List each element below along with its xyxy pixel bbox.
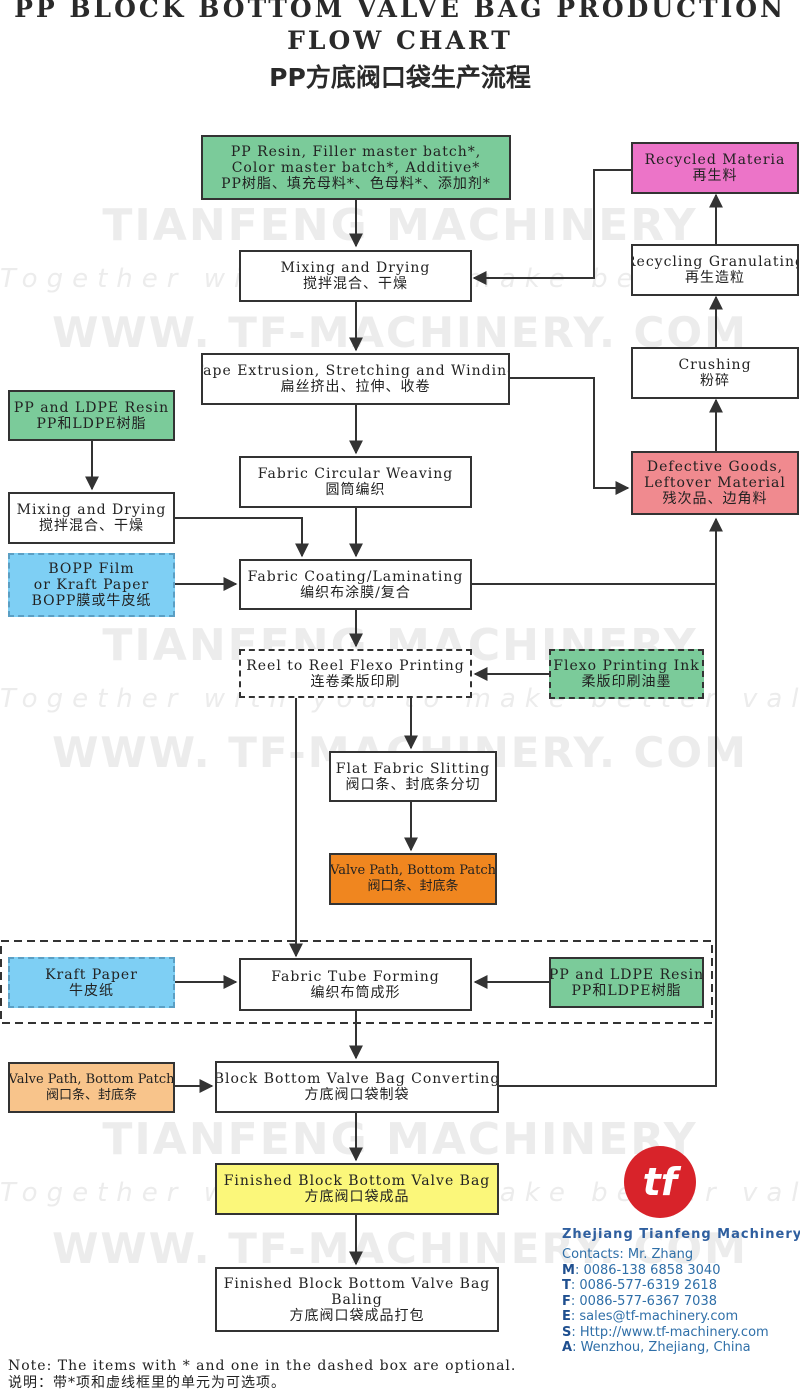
node-tube-forming: Fabric Tube Forming 编织布筒成形 — [239, 958, 472, 1011]
node-bag-converting: Block Bottom Valve Bag Converting 方底阀口袋制… — [215, 1061, 499, 1113]
node-tape-extrusion: Tape Extrusion, Stretching and Winding 扁… — [201, 353, 510, 405]
node-pp-ldpe-resin-2: PP and LDPE Resin PP和LDPE树脂 — [549, 957, 704, 1008]
node-pp-ldpe-resin-1: PP and LDPE Resin PP和LDPE树脂 — [8, 390, 175, 441]
contact-mobile: M: 0086-138 6858 3040 — [562, 1262, 721, 1278]
node-valve-patch-1: Valve Path, Bottom Patch 阀口条、封底条 — [329, 853, 497, 905]
node-defective-goods: Defective Goods, Leftover Material 残次品、边… — [631, 451, 799, 515]
node-mixing-drying-1: Mixing and Drying 搅拌混合、干燥 — [239, 250, 472, 302]
footnote: Note: The items with * and one in the da… — [8, 1358, 516, 1392]
node-raw-materials: PP Resin, Filler master batch*, Color ma… — [201, 135, 511, 200]
node-mixing-drying-2: Mixing and Drying 搅拌混合、干燥 — [8, 492, 175, 544]
node-kraft-paper: Kraft Paper 牛皮纸 — [8, 957, 175, 1008]
title-line-1: PP BLOCK BOTTOM VALVE BAG PRODUCTION — [14, 0, 786, 23]
node-finished-bag: Finished Block Bottom Valve Bag 方底阀口袋成品 — [215, 1163, 499, 1215]
footnote-en: Note: The items with * and one in the da… — [8, 1358, 517, 1374]
node-coating-laminating: Fabric Coating/Laminating 编织布涂膜/复合 — [239, 559, 472, 610]
company-logo: tf — [624, 1146, 696, 1218]
node-recycled-material: Recycled Materia 再生料 — [631, 142, 799, 194]
contact-tel: T: 0086-577-6319 2618 — [562, 1278, 717, 1293]
node-valve-patch-2: Valve Path, Bottom Patch 阀口条、封底条 — [8, 1062, 175, 1113]
node-flat-slitting: Flat Fabric Slitting 阀口条、封底条分切 — [329, 751, 497, 802]
node-flexo-ink: Flexo Printing Ink 柔版印刷油墨 — [549, 649, 704, 699]
contact-email: E: sales@tf-machinery.com — [562, 1309, 739, 1324]
title-line-3: PP方底阀口袋生产流程 — [269, 63, 531, 92]
node-recycling-granulating: Recycling Granulating 再生造粒 — [631, 244, 799, 296]
node-crushing: Crushing 粉碎 — [631, 347, 799, 399]
watermark-brand: TIANFENG MACHINERY — [102, 200, 698, 251]
contact-fax: F: 0086-577-6367 7038 — [562, 1293, 717, 1309]
node-flexo-printing: Reel to Reel Flexo Printing 连卷柔版印刷 — [239, 649, 472, 698]
contact-address: A: Wenzhou, Zhejiang, China — [562, 1340, 751, 1355]
watermark-site: WWW. TF-MACHINERY. COM — [52, 308, 748, 357]
node-circular-weaving: Fabric Circular Weaving 圆筒编织 — [239, 456, 472, 508]
footnote-zh: 说明：带*项和虚线框里的单元为可选项。 — [8, 1375, 286, 1391]
watermark-brand: TIANFENG MACHINERY — [102, 1114, 698, 1165]
contact-site: S: Http://www.tf-machinery.com — [562, 1324, 769, 1340]
company-name: Zhejiang Tianfeng Machinery — [562, 1227, 800, 1242]
title-line-2: FLOW CHART — [287, 26, 513, 55]
node-baling: Finished Block Bottom Valve Bag Baling 方… — [215, 1267, 499, 1332]
contact-person: Contacts: Mr. Zhang — [562, 1247, 694, 1262]
company-contacts: Contacts: Mr. Zhang M: 0086-138 6858 304… — [562, 1247, 769, 1356]
watermark-site: WWW. TF-MACHINERY. COM — [52, 1224, 748, 1273]
node-bopp-film: BOPP Film or Kraft Paper BOPP膜或牛皮纸 — [8, 553, 175, 617]
